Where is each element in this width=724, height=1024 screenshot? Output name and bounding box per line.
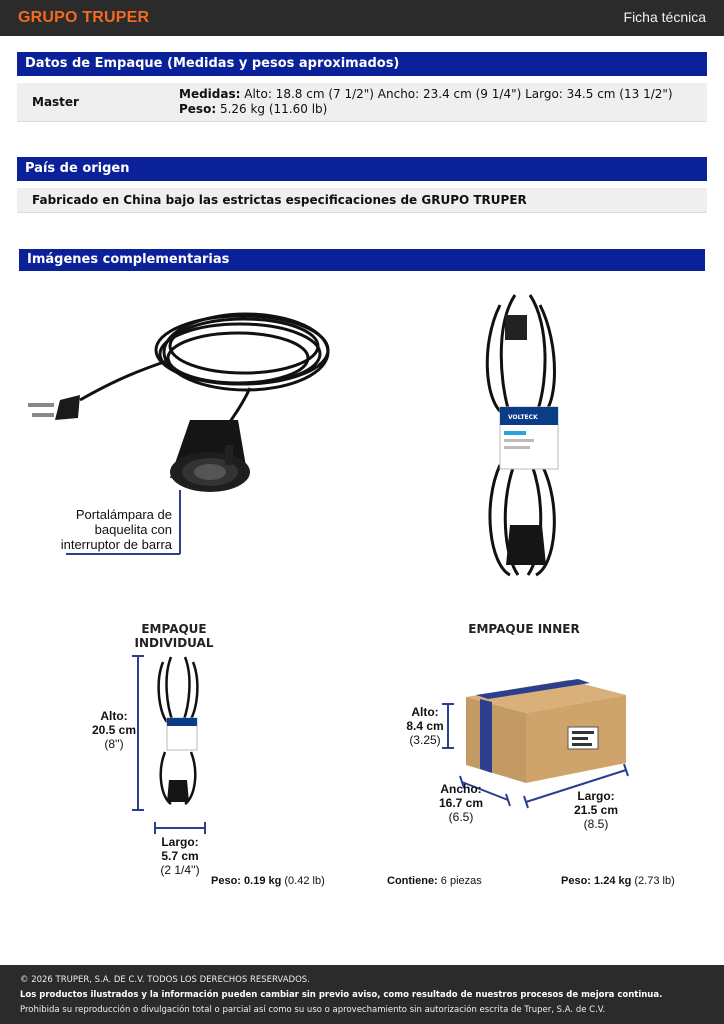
inner-box-dimension-lines	[442, 703, 629, 809]
inner-largo-in: (8.5)	[583, 817, 609, 831]
lamp-socket-icon	[170, 420, 250, 492]
footer: © 2026 TRUPER, S.A. DE C.V. TODOS LOS DE…	[0, 965, 724, 1024]
individual-pack-dimension-lines	[132, 655, 206, 834]
package-label: VOLTECK	[499, 406, 559, 470]
inner-peso-kg: 1.24 kg	[590, 875, 632, 887]
inner-ancho-in: (6.5)	[448, 810, 474, 824]
caption-line-3: interruptor de barra	[60, 537, 172, 552]
individual-largo-in: (2 1/4'')	[160, 863, 200, 877]
individual-height-label: Alto: 20.5 cm (8'')	[86, 709, 142, 751]
inner-ancho-label: Ancho:	[440, 782, 482, 796]
inner-width-label: Ancho: 16.7 cm (6.5)	[434, 782, 488, 824]
individual-length-label: Largo: 5.7 cm (2 1/4'')	[152, 835, 208, 877]
inner-alto-in: (3.25)	[409, 733, 441, 747]
packaging-label: Master	[32, 95, 79, 109]
caption-line-2: baquelita con	[94, 522, 172, 537]
document-type-label: Ficha técnica	[623, 9, 706, 25]
inner-height-label: Alto: 8.4 cm (3.25)	[400, 705, 450, 747]
packaged-cord-image: VOLTECK	[485, 294, 559, 577]
peso-value: 5.26 kg (11.60 lb)	[216, 102, 328, 116]
footer-legal: Prohibida su reproducción o divulgación …	[20, 1005, 606, 1015]
inner-alto-cm: 8.4 cm	[406, 719, 444, 733]
packaging-measures: Medidas: Alto: 18.8 cm (7 1/2") Ancho: 2…	[179, 87, 699, 117]
lamp-socket-icon	[167, 780, 189, 802]
origin-text: Fabricado en China bajo las estrictas es…	[32, 193, 527, 207]
caption-pointer-line	[66, 490, 181, 555]
inner-contiene-label: Contiene:	[387, 875, 438, 887]
individual-largo-label: Largo:	[161, 835, 199, 849]
inner-largo-cm: 21.5 cm	[573, 803, 619, 817]
inner-peso-label: Peso:	[561, 875, 591, 887]
packaging-row: Master Medidas: Alto: 18.8 cm (7 1/2") A…	[17, 83, 707, 122]
medidas-label: Medidas:	[179, 87, 241, 101]
lamp-holder-cord-image	[28, 312, 330, 492]
individual-weight: Peso: 0.19 kg (0.42 lb)	[211, 875, 325, 887]
medidas-value: Alto: 18.8 cm (7 1/2") Ancho: 23.4 cm (9…	[240, 87, 673, 101]
peso-label: Peso:	[179, 102, 217, 116]
footer-copyright: © 2026 TRUPER, S.A. DE C.V. TODOS LOS DE…	[20, 975, 310, 985]
plug-icon	[28, 395, 80, 420]
top-bar: GRUPO TRUPER Ficha técnica	[0, 0, 724, 36]
inner-length-label: Largo: 21.5 cm (8.5)	[568, 789, 624, 831]
individual-pack-title: EMPAQUE INDIVIDUAL	[134, 622, 214, 650]
individual-largo-cm: 5.7 cm	[161, 849, 199, 863]
inner-alto-label: Alto:	[411, 705, 439, 719]
inner-largo-label: Largo:	[577, 789, 615, 803]
individual-peso-kg: 0.19 kg	[240, 875, 282, 887]
origin-heading: País de origen	[17, 157, 707, 181]
origin-row: Fabricado en China bajo las estrictas es…	[17, 188, 707, 213]
package-brand-text: VOLTECK	[508, 414, 538, 421]
individual-peso-lb: (0.42 lb)	[281, 875, 325, 887]
packaging-heading: Datos de Empaque (Medidas y pesos aproxi…	[17, 52, 707, 76]
caption-line-1: Portalámpara de	[75, 507, 172, 522]
images-heading: Imágenes complementarias	[19, 249, 705, 271]
individual-alto-cm: 20.5 cm	[91, 723, 137, 737]
brand-logo: GRUPO TRUPER	[18, 9, 150, 26]
plug-icon	[505, 315, 527, 340]
individual-pack-image	[157, 656, 199, 806]
lamp-holder-caption: Portalámpara de baquelita con interrupto…	[60, 507, 172, 552]
individual-alto-in: (8'')	[104, 737, 124, 751]
inner-pack-title: EMPAQUE INNER	[468, 622, 580, 636]
individual-alto-label: Alto:	[100, 709, 128, 723]
inner-contiene-value: 6 piezas	[437, 875, 482, 887]
inner-weight: Peso: 1.24 kg (2.73 lb)	[561, 875, 675, 887]
inner-contents: Contiene: 6 piezas	[387, 875, 482, 887]
lamp-socket-icon	[506, 525, 546, 565]
inner-ancho-cm: 16.7 cm	[438, 796, 484, 810]
footer-notice: Los productos ilustrados y la informació…	[20, 990, 663, 1000]
inner-peso-lb: (2.73 lb)	[631, 875, 675, 887]
individual-peso-label: Peso:	[211, 875, 241, 887]
inner-box-image	[466, 679, 626, 783]
